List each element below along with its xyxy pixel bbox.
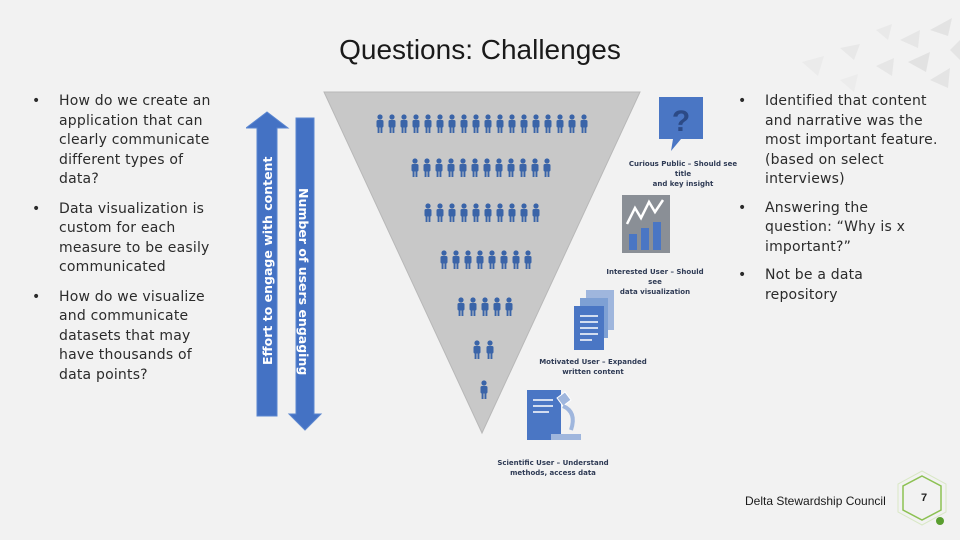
- decorative-triangles: [802, 18, 960, 92]
- svg-text:?: ?: [672, 105, 690, 138]
- left-bullet-3: How do we visualize and communicate data…: [32, 288, 217, 386]
- left-bullet-1: How do we create an application that can…: [32, 92, 217, 190]
- right-bullet-2: Answering the question: “Why is x import…: [738, 199, 938, 258]
- level-caption-scientific: Scientific User – Understand methods, ac…: [497, 458, 609, 478]
- level-caption-curious: Curious Public – Should see title and ke…: [620, 159, 746, 189]
- caption-scientific-line2: methods, access data: [510, 469, 596, 477]
- question-mark-icon: ?: [659, 97, 703, 151]
- slide-title: Questions: Challenges: [339, 34, 621, 65]
- right-bullet-1: Identified that content and narrative wa…: [738, 92, 938, 190]
- effort-arrow-label: Effort to engage with content: [260, 156, 275, 365]
- right-bullet-list: Identified that content and narrative wa…: [738, 92, 938, 314]
- right-bullet-3: Not be a data repository: [738, 266, 938, 305]
- effort-arrow: [246, 111, 290, 417]
- caption-curious-line2: and key insight: [652, 180, 714, 188]
- page-number: 7: [920, 492, 928, 504]
- page-number-hexagon: [897, 470, 947, 526]
- caption-curious-line1: Curious Public – Should see title: [628, 160, 738, 178]
- users-arrow: [287, 117, 323, 431]
- documents-icon: [574, 290, 614, 350]
- chart-icon: [622, 195, 670, 253]
- left-bullet-2: Data visualization is custom for each me…: [32, 200, 217, 278]
- audience-funnel: [323, 91, 641, 435]
- caption-motivated-line2: written content: [562, 368, 624, 376]
- footer-organization: Delta Stewardship Council: [745, 494, 886, 508]
- caption-scientific-line1: Scientific User – Understand: [497, 459, 609, 467]
- microscope-document-icon: [527, 390, 581, 440]
- caption-interested-line2: data visualization: [619, 288, 691, 296]
- level-caption-motivated: Motivated User – Expanded written conten…: [538, 357, 648, 377]
- users-arrow-label: Number of users engaging: [296, 188, 311, 375]
- caption-interested-line1: Interested User – Should see: [606, 268, 704, 286]
- caption-motivated-line1: Motivated User – Expanded: [539, 358, 647, 366]
- left-bullet-list: How do we create an application that can…: [32, 92, 217, 395]
- engagement-arrows: Effort to engage with content Number of …: [246, 111, 323, 431]
- level-caption-interested: Interested User – Should see data visual…: [600, 267, 710, 297]
